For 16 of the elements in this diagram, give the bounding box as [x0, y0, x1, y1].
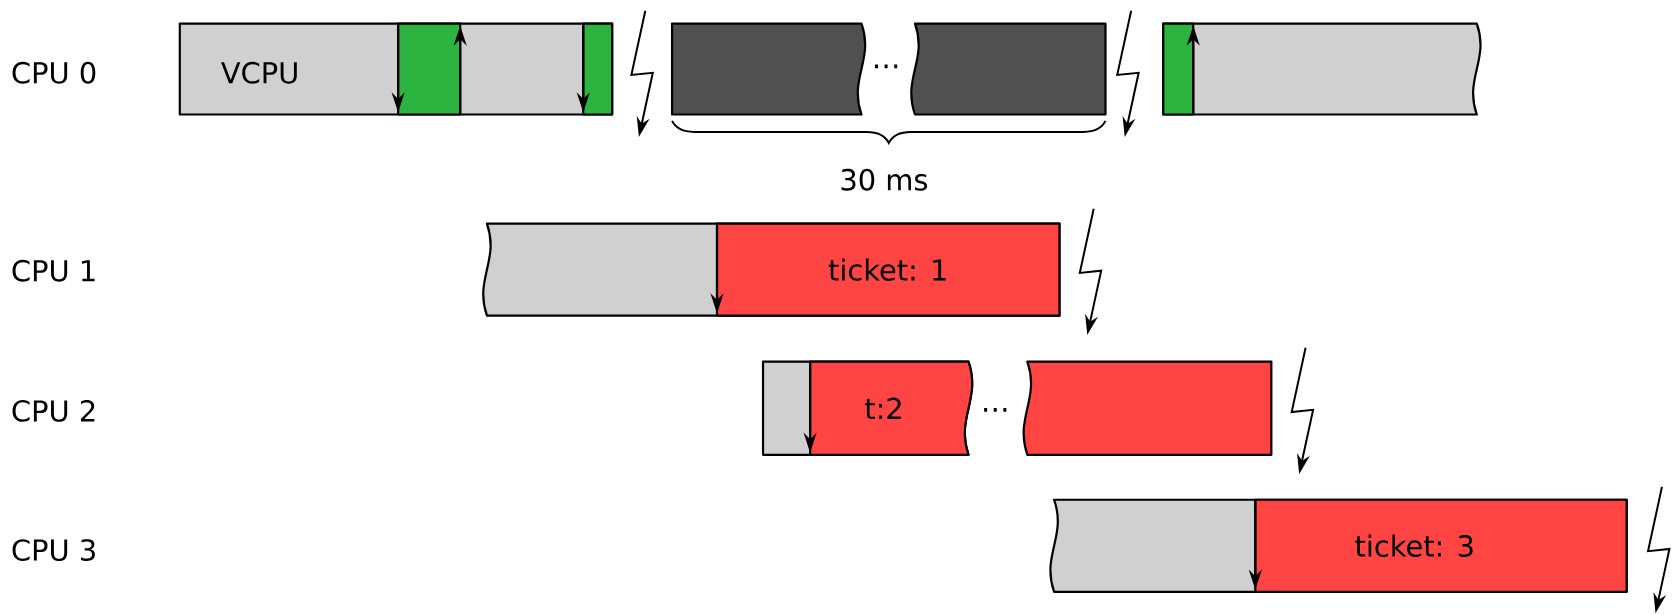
bar	[1022, 360, 1273, 456]
bar: ticket: 1	[715, 222, 1061, 317]
bar: t:2	[809, 360, 974, 456]
row-label: CPU 2	[12, 399, 95, 422]
text-label: …	[875, 64, 898, 68]
bar	[910, 22, 1107, 116]
row-label: CPU 1	[12, 259, 95, 282]
bar: ticket: 3	[1254, 498, 1628, 593]
bar	[582, 22, 614, 116]
bar	[1162, 22, 1195, 116]
text-label: 30 ms	[841, 168, 928, 191]
bar	[397, 22, 462, 116]
row-label: CPU 0	[12, 61, 96, 84]
bar	[670, 22, 867, 116]
row-label: CPU 3	[12, 539, 95, 561]
text-label: …	[984, 407, 1007, 412]
